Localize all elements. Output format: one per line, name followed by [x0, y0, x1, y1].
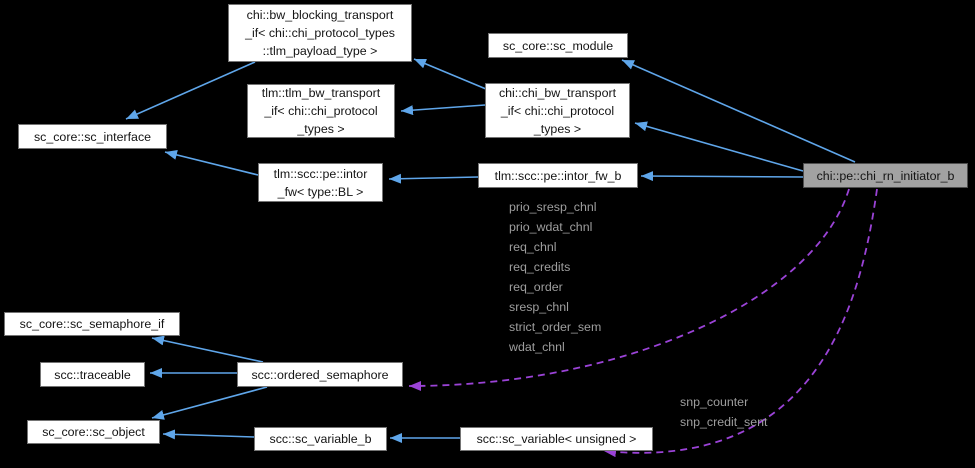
edge-inheritance-rn-to-scmodule	[621, 59, 856, 163]
edge-inheritance-ordsem-to-semaphoreif	[151, 335, 264, 363]
edge-label: req_chnl	[509, 240, 557, 254]
edge-inheritance-scvariableb-to-scobject	[162, 429, 255, 440]
edge-label: prio_sresp_chnl	[509, 200, 597, 214]
node-chi-rn-initiator-b[interactable]: chi::pe::chi_rn_initiator_b	[803, 163, 968, 188]
node-intor-fw-b[interactable]: tlm::scc::pe::intor_fw_b	[478, 163, 638, 188]
edge-label: prio_wdat_chnl	[509, 220, 593, 234]
edge-inheritance-chibw-to-bwblocking	[413, 58, 487, 90]
edge-usage-rn-to-sc-variable	[603, 188, 878, 458]
edge-inheritance-intorfwb-to-intorfw	[388, 173, 479, 184]
node-sc-semaphore-if[interactable]: sc_core::sc_semaphore_if	[4, 312, 180, 336]
edge-label: strict_order_sem	[509, 320, 602, 334]
edge-inheritance-rn-to-intorfwb	[640, 171, 804, 182]
node-sc-module[interactable]: sc_core::sc_module	[488, 33, 628, 58]
node-sc-interface[interactable]: sc_core::sc_interface	[18, 124, 167, 149]
edge-label: req_order	[509, 280, 563, 294]
edge-usage-rn-to-ordered-semaphore	[408, 188, 850, 391]
node-sc-variable-unsigned[interactable]: scc::sc_variable< unsigned >	[460, 427, 653, 451]
node-chi-bw-transport-if[interactable]: chi::chi_bw_transport _if< chi::chi_prot…	[485, 83, 630, 138]
node-sc-variable-b[interactable]: scc::sc_variable_b	[254, 427, 387, 451]
edge-inheritance-intorfw-to-scinterface	[164, 150, 259, 176]
node-intor-fw[interactable]: tlm::scc::pe::intor _fw< type::BL >	[258, 163, 383, 202]
node-sc-object[interactable]: sc_core::sc_object	[27, 420, 160, 444]
node-traceable[interactable]: scc::traceable	[40, 362, 145, 387]
edge-label: sresp_chnl	[509, 300, 569, 314]
edge-label: snp_credit_sent	[680, 415, 768, 429]
node-tlm-bw-transport-if[interactable]: tlm::tlm_bw_transport _if< chi::chi_prot…	[247, 84, 395, 138]
node-bw-blocking-transport-if[interactable]: chi::bw_blocking_transport _if< chi::chi…	[228, 4, 412, 62]
node-ordered-semaphore[interactable]: scc::ordered_semaphore	[237, 362, 403, 387]
edge-inheritance-bwblocking-to-scinterface	[125, 61, 256, 120]
edge-inheritance-ordsem-to-scobject	[151, 386, 268, 420]
edge-inheritance-chibw-to-tlmbw	[400, 104, 486, 116]
edge-label: wdat_chnl	[509, 340, 565, 354]
edge-label: req_credits	[509, 260, 571, 274]
edge-labels-sc-variable: snp_counter snp_credit_sent	[680, 392, 767, 432]
edge-label: snp_counter	[680, 395, 749, 409]
edge-labels-ordered-semaphore: prio_sresp_chnl prio_wdat_chnl req_chnl …	[509, 197, 601, 357]
edge-inheritance-rn-to-chibw	[634, 121, 804, 172]
